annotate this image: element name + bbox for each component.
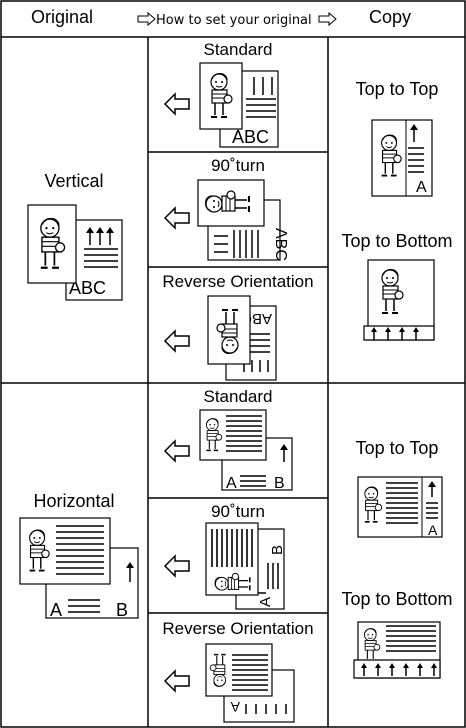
svg-text:ABC: ABC [232,127,269,147]
svg-text:A: A [230,699,240,715]
horizontal-row3-figure: A [202,640,294,726]
horizontal-row1-figure: A B [200,410,296,494]
vertical-copy1-text: A [416,179,427,196]
svg-text:ABC: ABC [272,228,289,261]
horizontal-copy1-figure: A [356,475,444,541]
hollow-left-arrow-icon [164,670,190,692]
horizontal-row1-title: Standard [148,387,328,407]
vertical-copy2-figure [362,258,438,344]
vertical-original-figure: ABC [28,205,128,305]
horizontal-original-figure: A B [20,518,140,624]
vertical-row1-title: Standard [148,40,328,60]
header-original: Original [31,6,93,28]
horizontal-original-text-b: B [116,600,128,620]
vertical-row2-title: 90˚turn [148,156,328,176]
hollow-left-arrow-icon [164,440,190,462]
horizontal-row2-title: 90˚turn [148,502,328,522]
hollow-right-arrow-icon [318,12,338,26]
horizontal-row2-figure: A B [206,523,288,611]
section-label-vertical: Vertical [0,170,148,192]
hollow-right-arrow-icon [137,12,157,26]
horizontal-copy2-label: Top to Bottom [328,588,466,610]
horizontal-copy1-label: Top to Top [328,437,466,459]
vertical-copy1-label: Top to Top [328,78,466,100]
svg-text:B: B [269,545,286,555]
hollow-left-arrow-icon [164,93,190,115]
vertical-copy1-figure: A [370,118,440,200]
vertical-row1-figure: ABC [200,63,282,149]
horizontal-copy1-text: A [428,522,438,538]
horizontal-row3-title: Reverse Orientation [148,619,328,639]
horizontal-original-text-a: A [50,600,62,620]
header-how-to-set: How to set your original [156,10,312,32]
svg-text:A: A [257,597,274,607]
vertical-row3-title: Reverse Orientation [148,272,328,292]
section-label-horizontal: Horizontal [0,490,148,512]
vertical-row2-figure: ABC [198,180,282,264]
vertical-copy2-label: Top to Bottom [328,230,466,252]
hollow-left-arrow-icon [164,555,190,577]
header-copy: Copy [369,6,411,28]
horizontal-copy2-figure [352,620,444,684]
hollow-left-arrow-icon [164,207,190,229]
svg-text:A: A [226,475,237,492]
vertical-row3-figure: ABC [206,294,276,380]
hollow-left-arrow-icon [164,330,190,352]
svg-text:B: B [274,475,285,492]
